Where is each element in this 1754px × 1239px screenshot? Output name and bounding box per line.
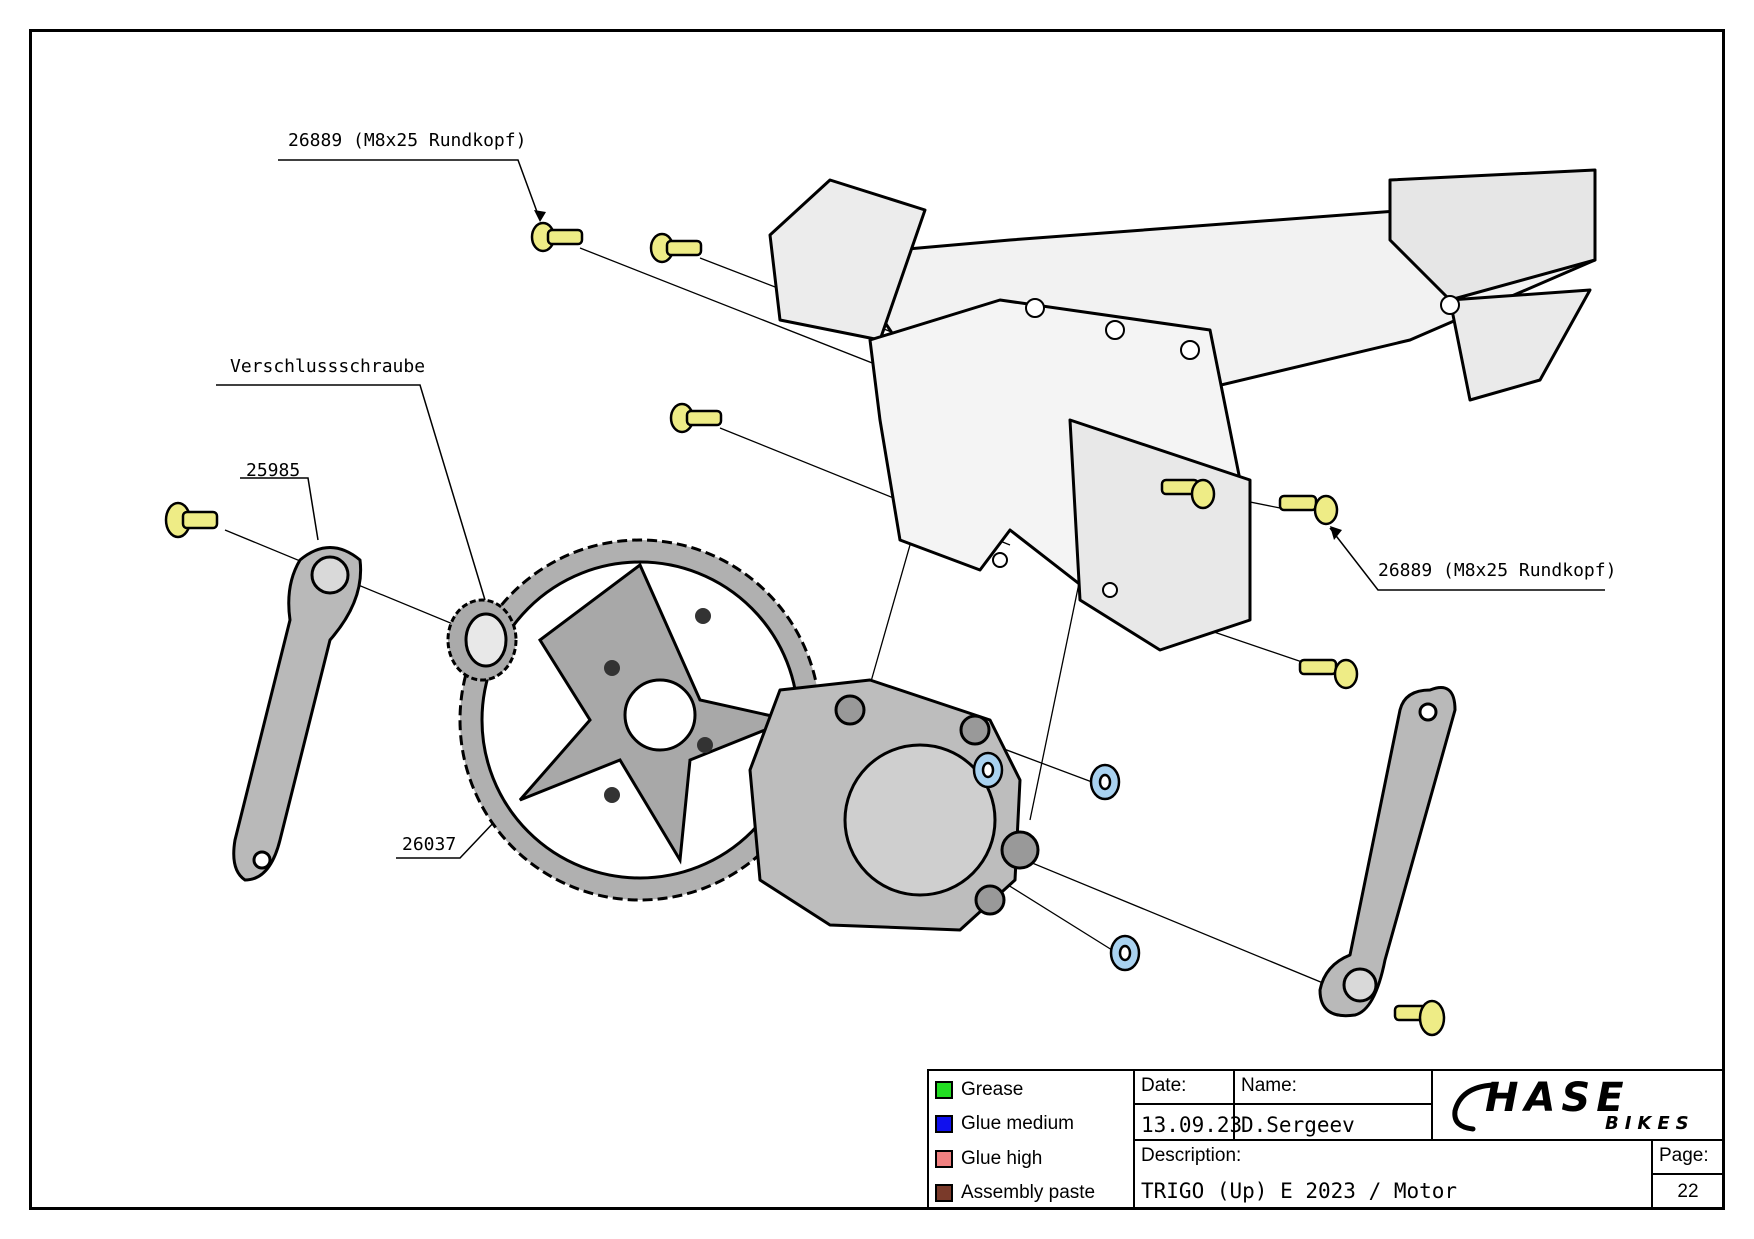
color-legend: Grease Glue medium Glue high Assembly pa… <box>927 1069 1135 1210</box>
legend-swatch <box>935 1184 953 1202</box>
chainring <box>458 538 822 902</box>
logo-subtext: BIKES <box>1605 1113 1695 1134</box>
washer-1 <box>972 751 1004 789</box>
page-number-cell: 22 <box>1651 1173 1725 1210</box>
callout-chainring: 26037 <box>402 834 457 855</box>
hase-logo-icon <box>1452 1082 1496 1132</box>
name-label-cell: Name: <box>1233 1069 1433 1105</box>
legend-swatch <box>935 1150 953 1168</box>
screw-bottom <box>1298 658 1359 690</box>
company-logo: HASE BIKES <box>1431 1069 1725 1141</box>
callout-screw-top: 26889 (M8x25 Rundkopf) <box>288 130 527 151</box>
date-label-cell: Date: <box>1133 1069 1235 1105</box>
motor <box>748 678 1040 932</box>
legend-label: Glue high <box>961 1148 1043 1169</box>
drawing-frame <box>29 29 1725 1210</box>
screw-frame-a <box>1160 478 1216 510</box>
screw-top-1 <box>530 221 584 253</box>
legend-item: Glue high <box>935 1142 1042 1176</box>
date-value-cell: 13.09.23 <box>1133 1103 1242 1141</box>
lock-ring <box>446 598 518 682</box>
screw-top-2 <box>649 232 703 264</box>
screw-frame-b <box>1278 494 1339 526</box>
blue-washers <box>972 751 1141 972</box>
page-label-cell: Page: <box>1651 1139 1725 1175</box>
legend-label: Grease <box>961 1079 1024 1100</box>
screw-mid <box>669 402 723 434</box>
screw-crank-left <box>164 501 219 539</box>
legend-swatch <box>935 1115 953 1133</box>
name-value-cell: D.Sergeev <box>1233 1103 1433 1141</box>
legend-item: Grease <box>935 1073 1023 1107</box>
washer-2 <box>1089 763 1121 801</box>
frame-holes <box>992 295 1460 598</box>
arrow-head <box>1330 526 1342 540</box>
left-crank-arm <box>232 546 363 882</box>
legend-swatch <box>935 1081 953 1099</box>
legend-item: Glue medium <box>935 1107 1074 1141</box>
callout-screw-right: 26889 (M8x25 Rundkopf) <box>1378 560 1617 581</box>
legend-label: Assembly paste <box>961 1182 1096 1203</box>
callout-plug-screw: Verschlussschraube <box>230 356 426 377</box>
page-number: 22 <box>1677 1181 1699 1202</box>
right-crank-arm <box>1318 686 1457 1018</box>
description-cell: Description: TRIGO (Up) E 2023 / Motor <box>1133 1139 1653 1210</box>
screw-crank-right <box>1393 999 1446 1037</box>
callout-crank-bolt: 25985 <box>246 460 301 481</box>
logo-text: HASE <box>1485 1075 1630 1121</box>
legend-label: Glue medium <box>961 1113 1074 1134</box>
legend-item: Assembly paste <box>935 1176 1095 1210</box>
title-block: Grease Glue medium Glue high Assembly pa… <box>927 1069 1725 1210</box>
washer-3 <box>1109 934 1141 972</box>
callout-leaders <box>216 159 1605 859</box>
arrow-head <box>534 210 546 222</box>
yellow-screws <box>164 221 1446 1037</box>
